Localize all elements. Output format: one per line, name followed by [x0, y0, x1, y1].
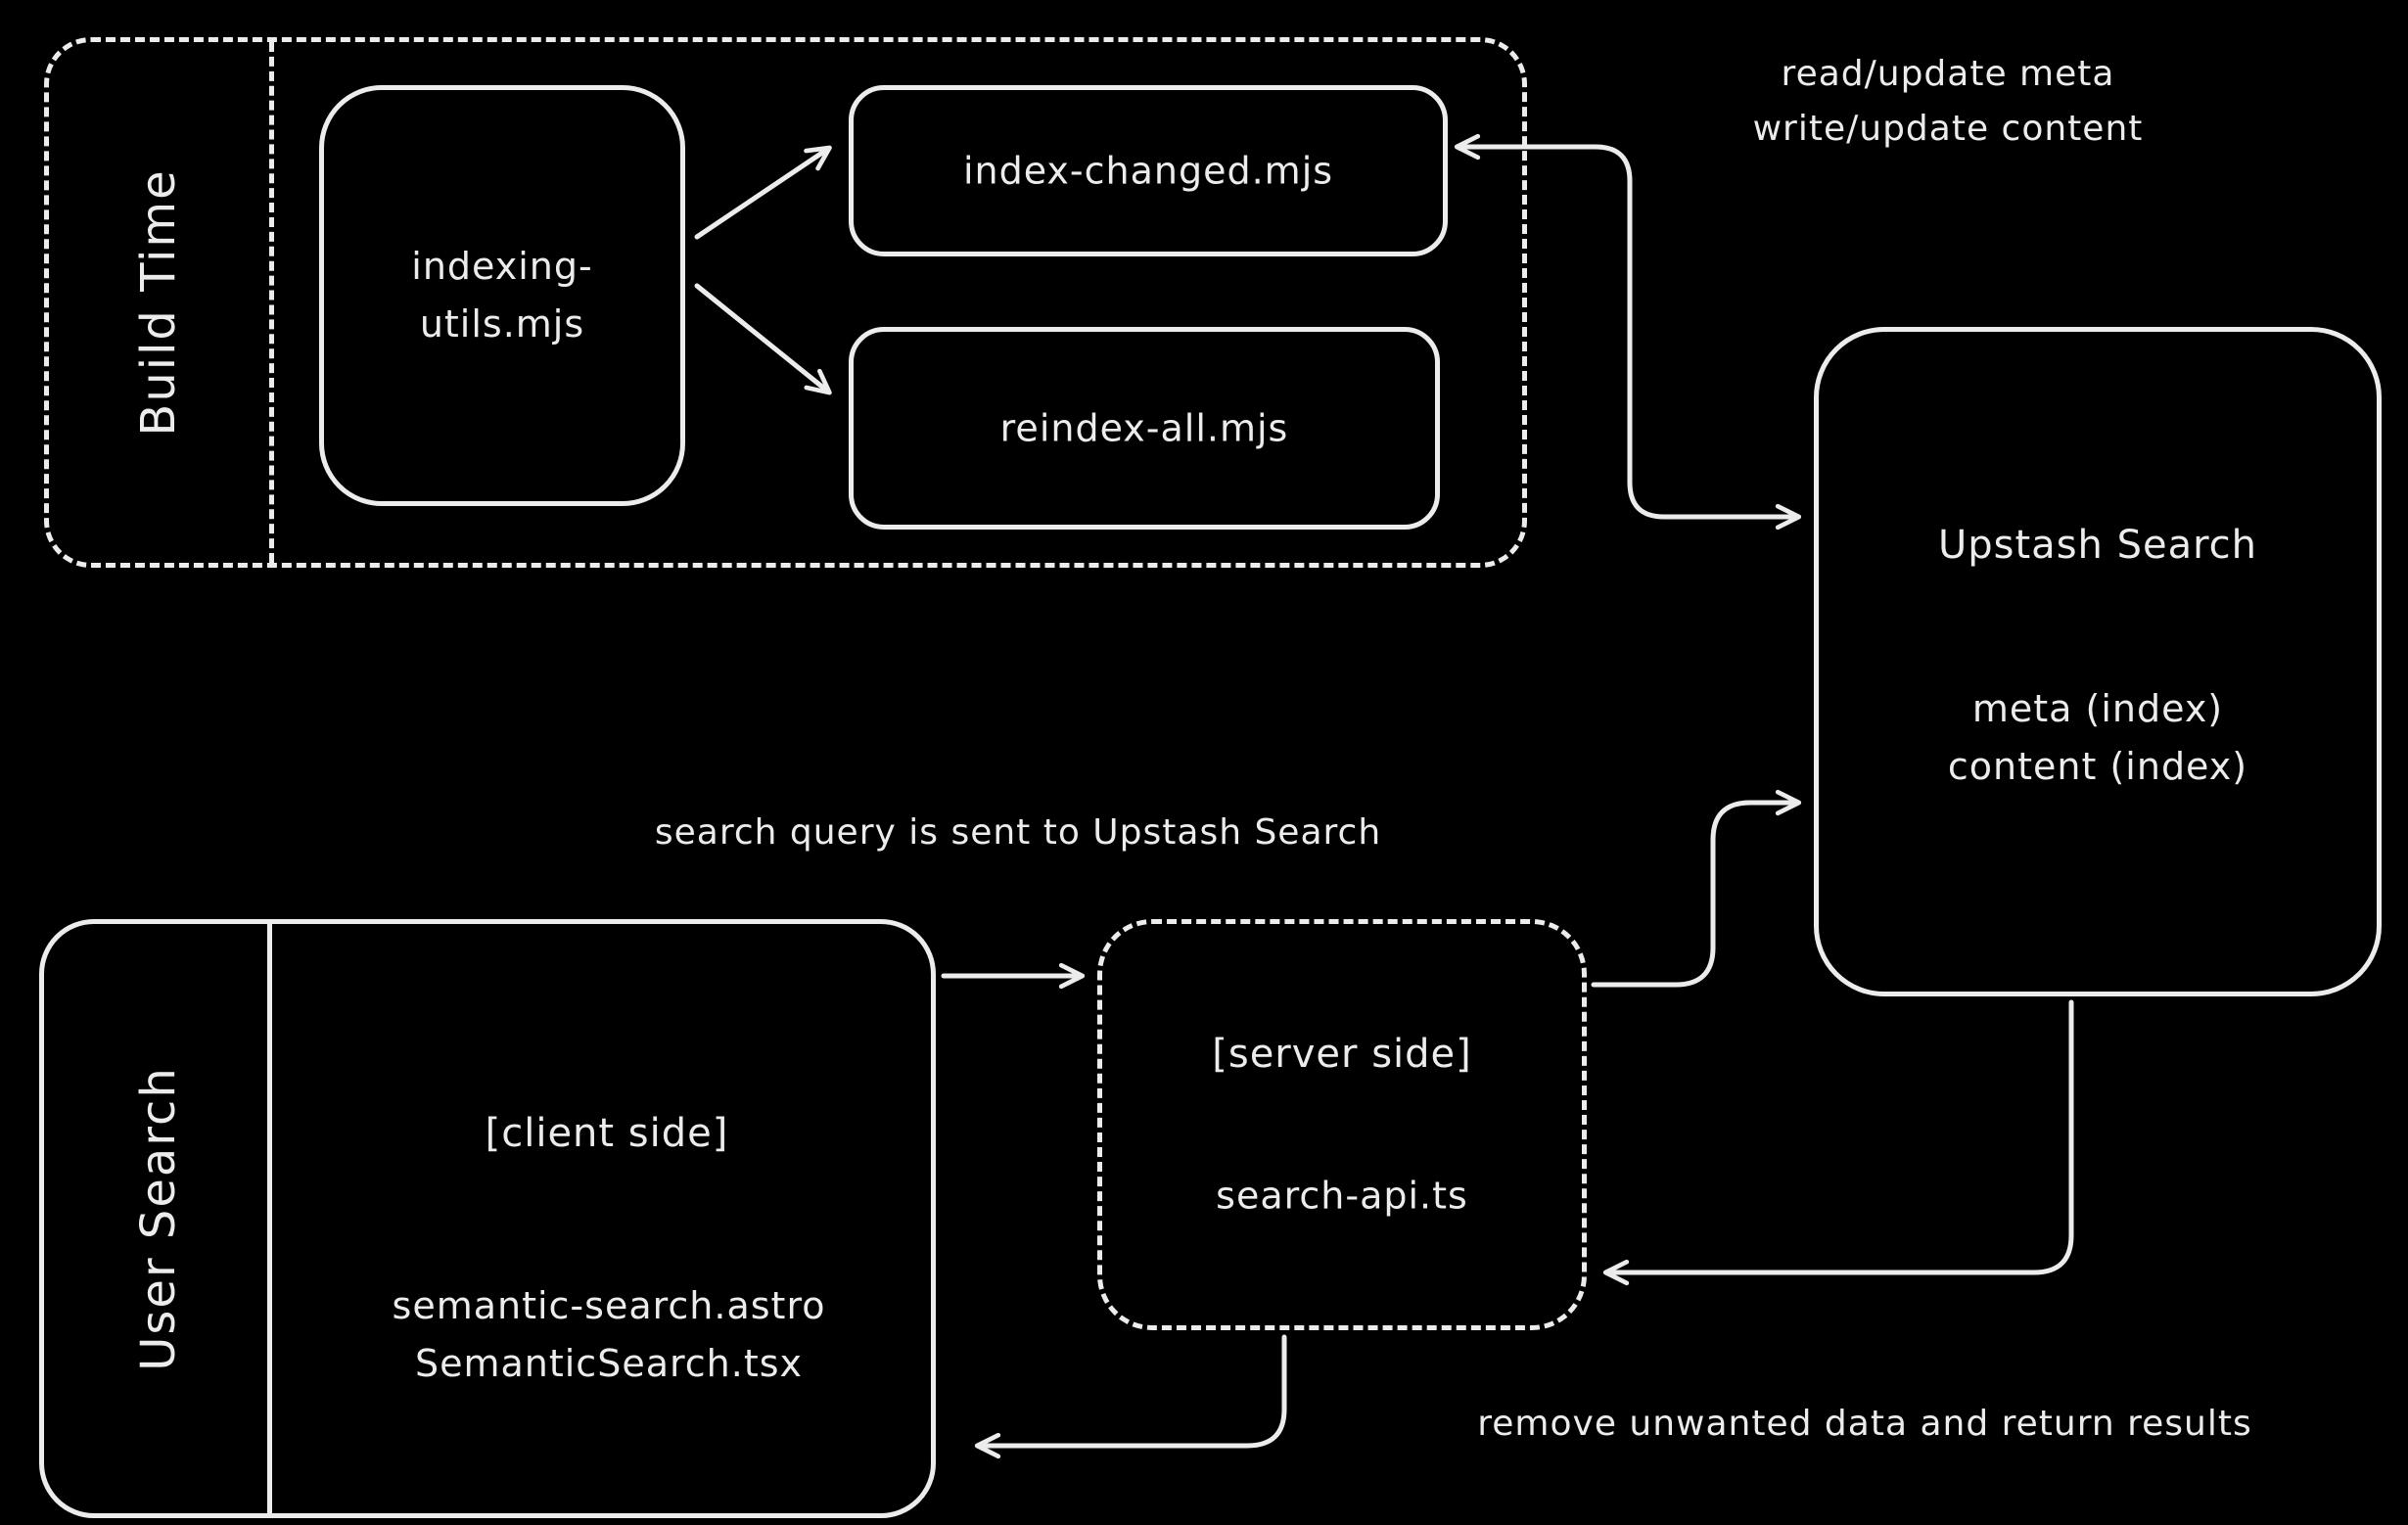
user-search-label: User Search: [131, 1066, 186, 1371]
search-query-annotation: search query is sent to Upstash Search: [654, 812, 1382, 854]
read-update-annotation: read/update meta write/update content: [1753, 47, 2144, 157]
upstash-indexes: meta (index) content (index): [1948, 680, 2247, 796]
reindex-all-label: reindex-all.mjs: [999, 406, 1289, 450]
server-side-box: [1097, 919, 1587, 1330]
client-side-label: [client side]: [485, 1111, 729, 1156]
indexing-utils-label: indexing- utils.mjs: [411, 238, 592, 353]
arrow-server-to-user: [974, 1334, 1287, 1459]
indexing-utils-line1: indexing-: [411, 245, 593, 289]
upstash-search-box: [1814, 327, 2382, 996]
reindex-all-box: [849, 327, 1440, 530]
read-update-line2: write/update content: [1752, 109, 2144, 149]
return-results-annotation: remove unwanted data and return results: [1477, 1404, 2252, 1445]
indexing-utils-line2: utils.mjs: [419, 302, 585, 346]
build-time-label-column: [49, 42, 274, 563]
client-file-line1: semantic-search.astro: [392, 1284, 826, 1328]
upstash-meta-index: meta (index): [1971, 687, 2224, 731]
indexing-utils-box: [319, 85, 685, 506]
client-side-files: semantic-search.astro SemanticSearch.tsx: [393, 1277, 826, 1393]
arrow-server-to-upstash: [1591, 789, 1802, 988]
read-update-line1: read/update meta: [1781, 54, 2115, 95]
index-changed-box: [849, 85, 1448, 256]
client-file-line2: SemanticSearch.tsx: [414, 1342, 804, 1385]
user-search-box: [39, 919, 936, 1518]
index-changed-label: index-changed.mjs: [962, 149, 1334, 193]
arrow-upstash-to-server: [1602, 999, 2074, 1286]
server-side-label: [server side]: [1212, 1032, 1472, 1077]
upstash-search-title: Upstash Search: [1937, 523, 2258, 568]
build-time-group: [44, 37, 1527, 568]
upstash-content-index: content (index): [1947, 745, 2248, 788]
server-side-file: search-api.ts: [1216, 1174, 1468, 1218]
user-search-label-column: [44, 924, 272, 1513]
build-time-label: Build Time: [131, 168, 186, 437]
